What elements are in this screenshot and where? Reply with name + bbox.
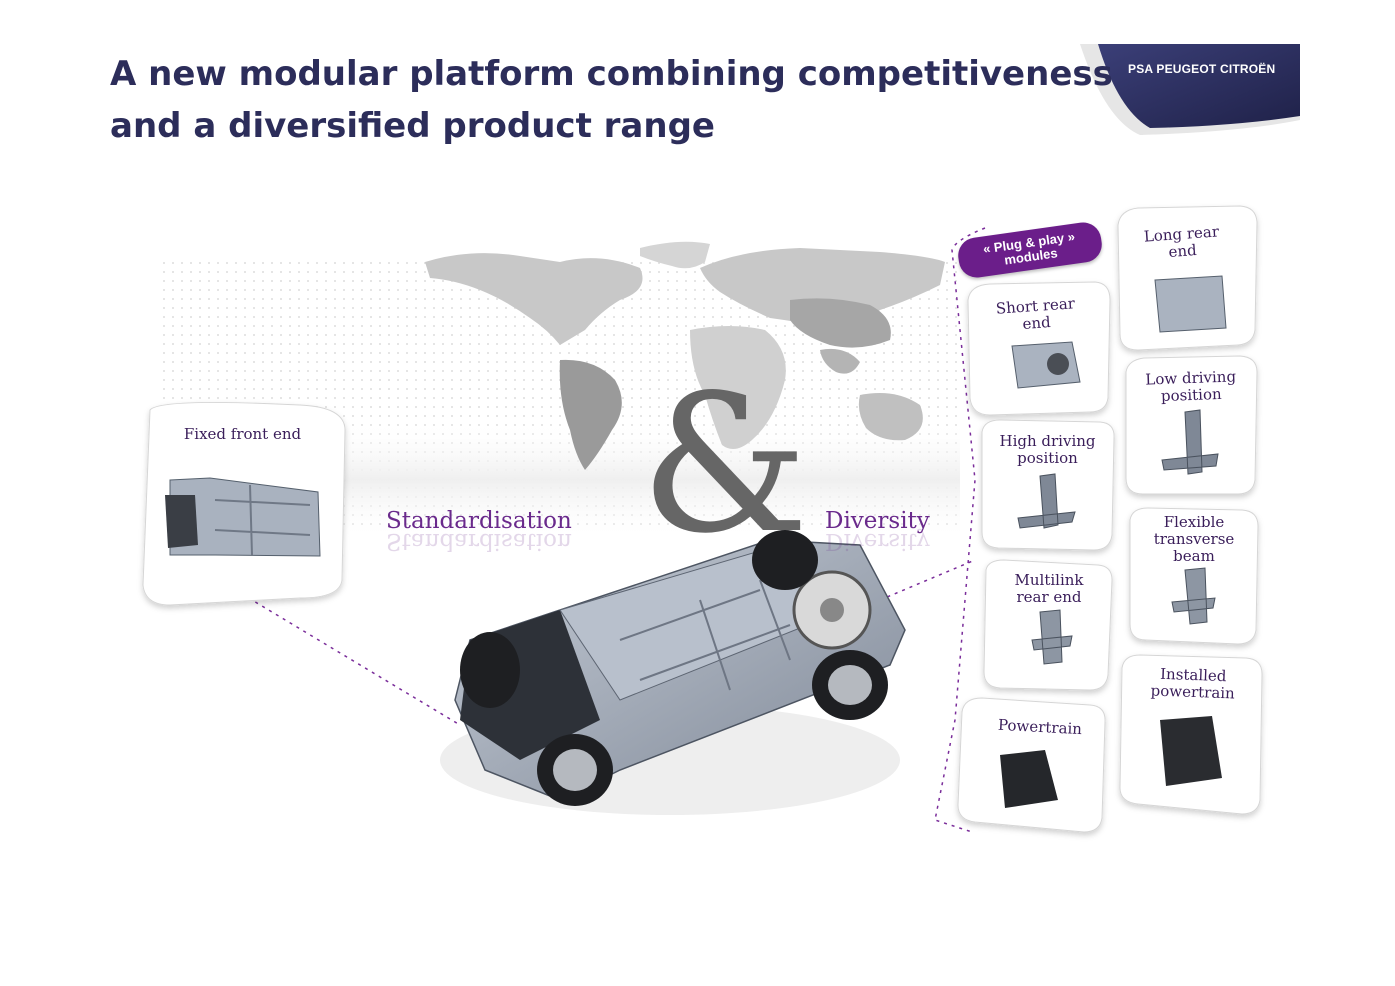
standardisation-label: Standardisation	[386, 508, 572, 534]
ampersand-symbol: &	[640, 354, 810, 575]
module-short-rear-end: Short rear end	[995, 294, 1076, 333]
fixed-front-end-image	[165, 477, 321, 557]
page-title: A new modular platform combining competi…	[110, 48, 1113, 152]
world-map	[425, 241, 945, 470]
module-images	[1000, 275, 1227, 808]
title-line-2: and a diversified product range	[110, 106, 715, 146]
standardisation-reflection: Standardisation	[386, 528, 572, 554]
module-high-driving-position: High driving position	[999, 432, 1096, 467]
module-flexible-transverse-beam: Flexible transverse beam	[1153, 513, 1235, 565]
vehicle-platform-image	[440, 530, 906, 815]
module-multilink-rear-end: Multilink rear end	[1014, 571, 1084, 606]
connector-lines	[249, 227, 986, 833]
module-low-driving-position: Low driving position	[1145, 367, 1237, 406]
diversity-label: Diversity	[825, 508, 930, 534]
title-line-1: A new modular platform combining competi…	[110, 54, 1113, 94]
logo-background	[1080, 44, 1300, 135]
psa-logo: PSA PEUGEOT CITROËN	[1128, 62, 1276, 76]
module-long-rear-end: Long rear end	[1143, 222, 1220, 261]
module-installed-powertrain: Installed powertrain	[1150, 664, 1236, 703]
fixed-front-end-label: Fixed front end	[183, 425, 302, 443]
diversity-reflection: Diversity	[825, 528, 930, 554]
